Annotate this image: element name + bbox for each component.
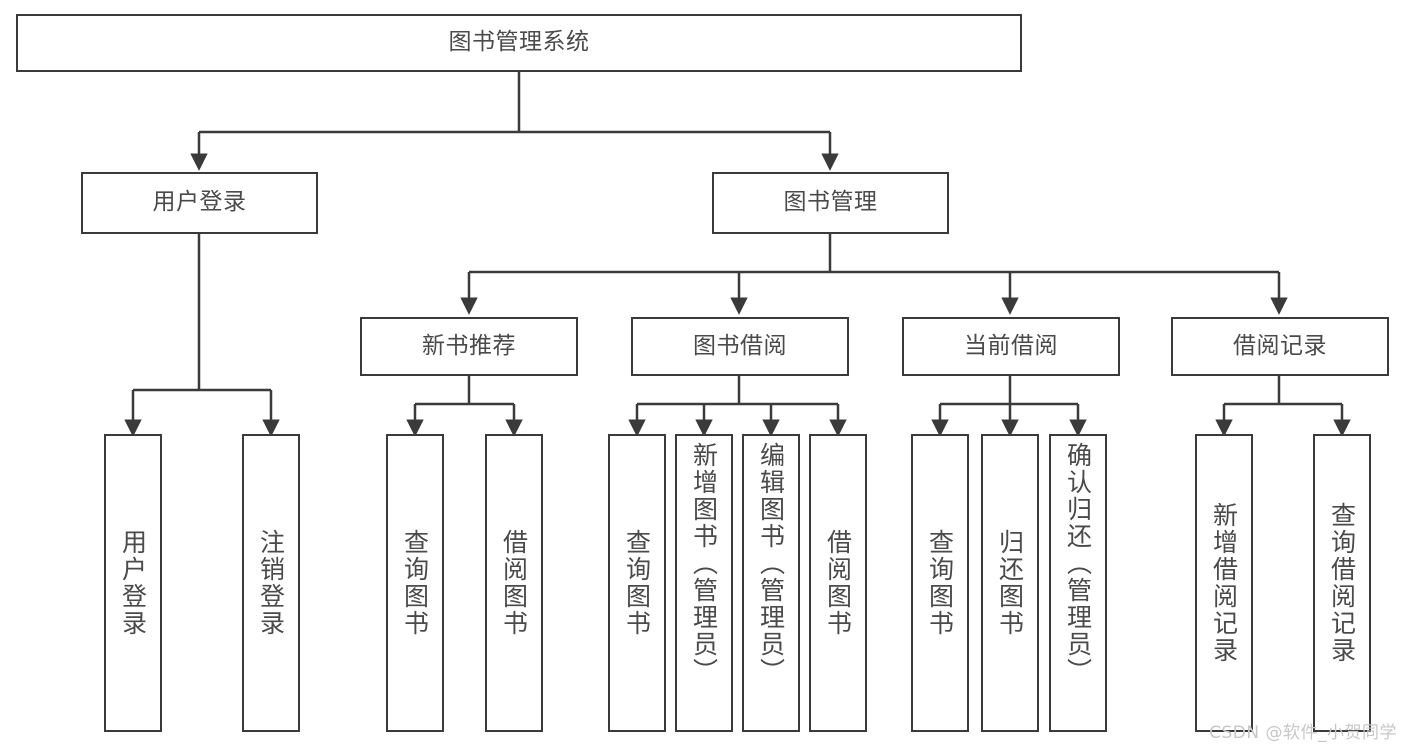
- leaf-borrow-book-1[interactable]: 借阅图书: [485, 434, 543, 732]
- node-book-manage-label: 图书管理: [783, 189, 878, 216]
- leaf-confirm-return-label: 确认归还（管理员）: [1063, 442, 1093, 685]
- leaf-user-login[interactable]: 用户登录: [104, 434, 162, 732]
- node-current-borrow-label: 当前借阅: [964, 332, 1058, 359]
- csdn-watermark: CSDN @软件_小贺同学: [1209, 723, 1397, 743]
- leaf-query-book-2[interactable]: 查询图书: [608, 434, 666, 732]
- node-new-book-rec[interactable]: 新书推荐: [360, 317, 578, 376]
- leaf-logout-login[interactable]: 注销登录: [242, 434, 300, 732]
- node-root[interactable]: 图书管理系统: [16, 14, 1022, 72]
- leaf-query-record[interactable]: 查询借阅记录: [1313, 434, 1371, 732]
- leaf-query-record-label: 查询借阅记录: [1327, 502, 1357, 664]
- leaf-query-book-1[interactable]: 查询图书: [386, 434, 444, 732]
- leaf-edit-book-label: 编辑图书（管理员）: [756, 442, 786, 685]
- leaf-return-book-label: 归还图书: [995, 529, 1025, 637]
- node-borrow-record-label: 借阅记录: [1233, 332, 1327, 359]
- leaf-add-book[interactable]: 新增图书（管理员）: [675, 434, 733, 732]
- leaf-return-book[interactable]: 归还图书: [981, 434, 1039, 732]
- leaf-add-record[interactable]: 新增借阅记录: [1195, 434, 1253, 732]
- leaf-confirm-return[interactable]: 确认归还（管理员）: [1049, 434, 1107, 732]
- node-new-book-rec-label: 新书推荐: [422, 332, 516, 359]
- leaf-query-book-1-label: 查询图书: [400, 529, 430, 637]
- leaf-borrow-book-2-label: 借阅图书: [823, 529, 853, 637]
- node-root-label: 图书管理系统: [448, 29, 590, 56]
- node-user-login[interactable]: 用户登录: [81, 172, 318, 234]
- leaf-edit-book[interactable]: 编辑图书（管理员）: [742, 434, 800, 732]
- node-book-borrow-label: 图书借阅: [693, 332, 787, 359]
- leaf-logout-login-label: 注销登录: [256, 529, 286, 637]
- leaf-borrow-book-2[interactable]: 借阅图书: [809, 434, 867, 732]
- node-book-borrow[interactable]: 图书借阅: [631, 317, 849, 376]
- leaf-user-login-label: 用户登录: [118, 529, 148, 637]
- node-user-login-label: 用户登录: [152, 189, 247, 216]
- leaf-query-book-3[interactable]: 查询图书: [911, 434, 969, 732]
- node-current-borrow[interactable]: 当前借阅: [902, 317, 1120, 376]
- leaf-add-book-label: 新增图书（管理员）: [689, 442, 719, 685]
- leaf-query-book-3-label: 查询图书: [925, 529, 955, 637]
- leaf-query-book-2-label: 查询图书: [622, 529, 652, 637]
- leaf-add-record-label: 新增借阅记录: [1209, 502, 1239, 664]
- leaf-borrow-book-1-label: 借阅图书: [499, 529, 529, 637]
- node-borrow-record[interactable]: 借阅记录: [1171, 317, 1389, 376]
- node-book-manage[interactable]: 图书管理: [712, 172, 949, 234]
